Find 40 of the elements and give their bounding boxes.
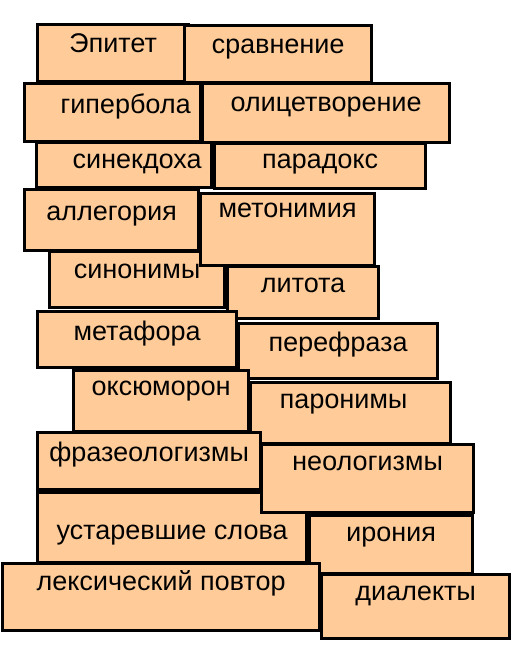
term-box xyxy=(23,188,200,252)
term-label: синекдоха xyxy=(72,146,202,173)
term-box xyxy=(183,24,373,84)
term-box xyxy=(308,514,474,575)
term-label: литота xyxy=(260,270,346,297)
term-label: сравнение xyxy=(212,31,344,58)
term-box xyxy=(36,23,190,83)
term-box xyxy=(36,310,238,369)
term-label: диалекты xyxy=(355,578,476,605)
term-box xyxy=(48,250,226,309)
term-box xyxy=(36,431,262,491)
term-box xyxy=(199,192,376,267)
term-box xyxy=(213,142,427,190)
term-label: устаревшие слова xyxy=(56,517,288,544)
term-box xyxy=(23,82,202,143)
term-label: метафора xyxy=(73,318,201,345)
term-label: парадокс xyxy=(262,146,378,173)
term-box xyxy=(1,562,321,632)
term-box xyxy=(72,369,250,433)
term-label: перефраза xyxy=(268,329,408,356)
term-box xyxy=(249,381,452,445)
term-box xyxy=(226,265,380,320)
term-box xyxy=(320,573,511,640)
term-label: паронимы xyxy=(280,386,408,413)
term-box xyxy=(237,322,439,380)
term-box xyxy=(260,443,475,514)
term-box xyxy=(36,491,308,564)
term-label: лексический повтор xyxy=(36,568,286,595)
term-label: оксюморон xyxy=(91,373,231,400)
term-label: Эпитет xyxy=(69,30,157,57)
term-box xyxy=(35,141,213,189)
term-label: олицетворение xyxy=(230,89,422,116)
term-label: фразеологизмы xyxy=(49,439,249,466)
term-label: неологизмы xyxy=(292,448,443,475)
term-label: гипербола xyxy=(60,91,191,118)
term-box xyxy=(201,82,451,144)
term-label: аллегория xyxy=(46,198,177,225)
term-label: ирония xyxy=(346,519,436,546)
term-label: синонимы xyxy=(74,256,200,283)
term-label: метонимия xyxy=(218,195,357,222)
